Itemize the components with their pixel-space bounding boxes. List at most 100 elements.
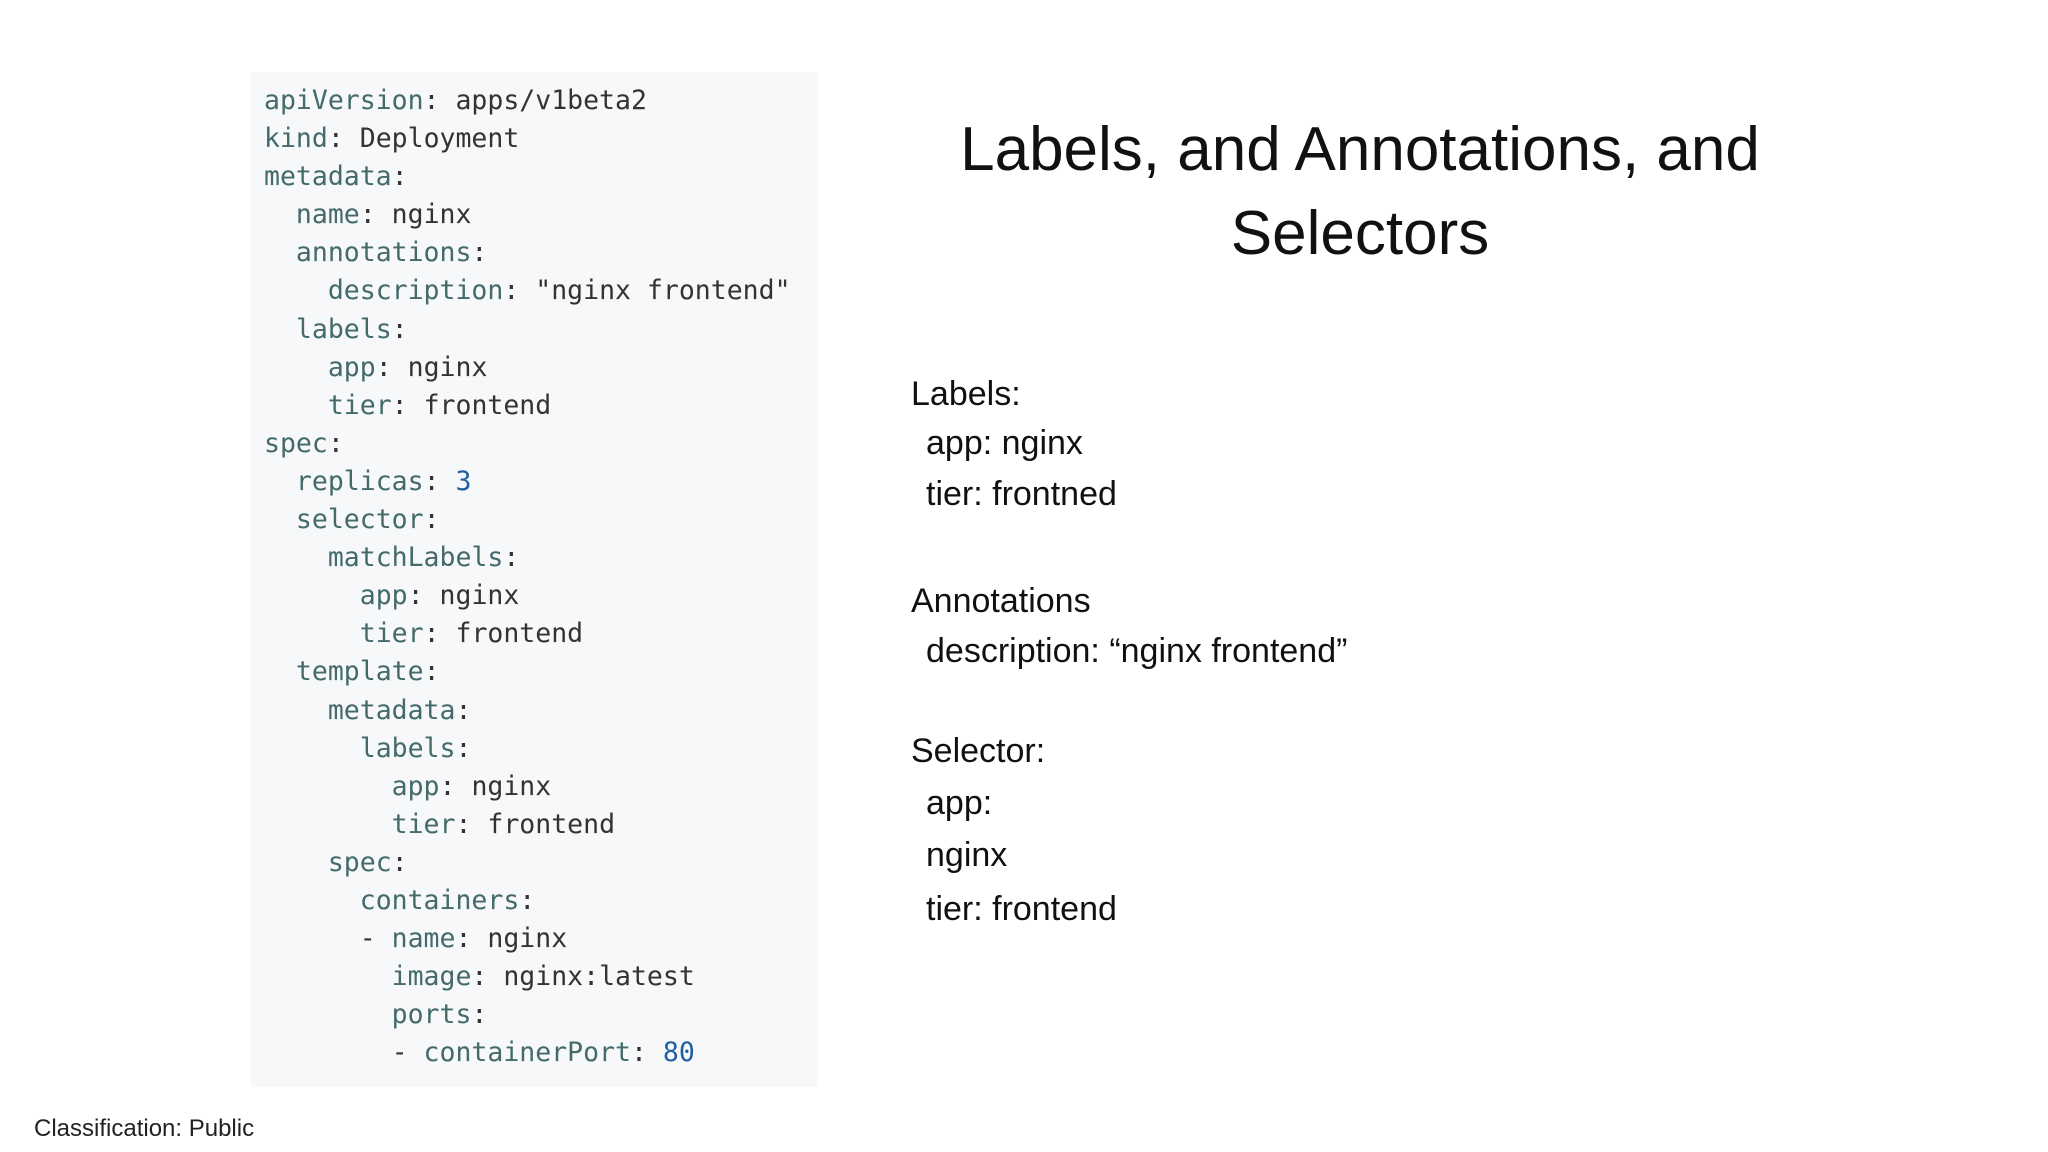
code-line: template: xyxy=(264,653,818,691)
code-key: template xyxy=(295,656,424,688)
selector-item-app-value: nginx xyxy=(926,836,1008,874)
labels-item-app: app: nginx xyxy=(926,424,1083,462)
code-line: containers: xyxy=(264,882,818,920)
code-line: matchLabels: xyxy=(264,539,818,577)
code-key: containers xyxy=(359,884,520,916)
code-line: apiVersion: apps/v1beta2 xyxy=(264,82,818,120)
code-separator: : xyxy=(391,389,424,421)
code-line: annotations: xyxy=(264,234,818,272)
annotations-item-description: description: “nginx frontend” xyxy=(926,632,1348,670)
code-indent xyxy=(264,504,296,535)
code-key: labels xyxy=(295,313,392,345)
code-separator: : xyxy=(391,313,408,345)
code-indent xyxy=(264,885,360,916)
code-indent xyxy=(264,733,360,764)
selector-item-tier: tier: frontend xyxy=(926,890,1117,928)
code-indent xyxy=(264,771,392,802)
code-line: spec: xyxy=(264,425,818,463)
code-value: frontend xyxy=(487,808,616,840)
code-separator: : xyxy=(391,846,408,878)
code-separator: : xyxy=(455,808,488,840)
slide-title-line-1: Labels, and Annotations, and xyxy=(960,115,1760,184)
code-separator: : xyxy=(327,427,344,459)
slide-title: Labels, and Annotations, and Selectors xyxy=(880,108,1840,276)
code-key: app xyxy=(359,580,408,612)
code-key: kind xyxy=(264,123,328,155)
code-value: apps/v1beta2 xyxy=(455,85,647,116)
code-key: name xyxy=(391,923,456,955)
code-value: nginx xyxy=(439,580,520,612)
code-separator: : xyxy=(471,961,504,993)
code-key: ports xyxy=(391,999,472,1031)
code-value: "nginx frontend" xyxy=(535,275,791,307)
code-key: tier xyxy=(359,618,424,650)
labels-heading: Labels: xyxy=(911,375,1021,413)
code-line: name: nginx xyxy=(264,196,818,234)
code-key: description xyxy=(327,275,504,307)
code-separator: : xyxy=(423,618,456,650)
code-key: annotations xyxy=(295,237,472,269)
code-indent: - xyxy=(264,1037,424,1069)
code-separator: : xyxy=(423,504,440,536)
code-indent xyxy=(264,199,296,230)
code-line: - containerPort: 80 xyxy=(264,1034,818,1072)
code-key: metadata xyxy=(327,694,456,726)
code-indent xyxy=(264,237,296,268)
code-line: app: nginx xyxy=(264,577,818,615)
labels-item-tier: tier: frontned xyxy=(926,475,1117,513)
code-key: image xyxy=(391,961,472,993)
code-indent xyxy=(264,809,392,840)
code-indent xyxy=(264,466,296,497)
slide-title-line-2: Selectors xyxy=(1230,199,1490,268)
code-separator: : xyxy=(391,161,408,193)
code-value: nginx xyxy=(407,351,488,383)
code-line: app: nginx xyxy=(264,768,818,806)
code-key: replicas xyxy=(295,465,424,497)
code-separator: : xyxy=(439,770,472,802)
code-indent xyxy=(264,275,328,306)
code-line: selector: xyxy=(264,501,818,539)
code-separator: : xyxy=(359,199,392,231)
code-separator: : xyxy=(455,732,472,764)
code-separator: : xyxy=(423,656,440,688)
code-separator: : xyxy=(423,465,456,497)
code-separator: : xyxy=(471,237,488,269)
code-value: frontend xyxy=(423,389,552,421)
code-indent xyxy=(264,618,360,649)
code-value: frontend xyxy=(455,618,584,650)
code-indent xyxy=(264,961,392,992)
code-key: matchLabels xyxy=(327,542,504,574)
code-separator: : xyxy=(423,85,456,116)
code-key: selector xyxy=(295,504,424,536)
code-indent xyxy=(264,542,328,573)
code-value: 3 xyxy=(455,465,472,497)
code-value: nginx xyxy=(391,199,472,231)
code-indent xyxy=(264,390,328,421)
selector-item-app: app: xyxy=(926,784,993,822)
code-line: ports: xyxy=(264,996,818,1034)
code-line: tier: frontend xyxy=(264,806,818,844)
code-line: - name: nginx xyxy=(264,920,818,958)
code-line: description: "nginx frontend" xyxy=(264,272,818,310)
code-separator: : xyxy=(327,123,360,155)
code-line: labels: xyxy=(264,311,818,349)
code-line: labels: xyxy=(264,730,818,768)
code-line: metadata: xyxy=(264,692,818,730)
code-separator: : xyxy=(375,351,408,383)
code-key: app xyxy=(327,351,376,383)
code-value: 80 xyxy=(662,1037,695,1069)
code-separator: : xyxy=(630,1037,663,1069)
code-separator: : xyxy=(519,884,536,916)
code-separator: : xyxy=(503,275,536,307)
code-line: app: nginx xyxy=(264,349,818,387)
code-indent xyxy=(264,314,296,345)
code-line: image: nginx:latest xyxy=(264,958,818,996)
code-indent xyxy=(264,999,392,1030)
code-key: tier xyxy=(327,389,392,421)
code-separator: : xyxy=(471,999,488,1031)
code-key: labels xyxy=(359,732,456,764)
code-value: nginx:latest xyxy=(503,961,695,993)
code-key: spec xyxy=(264,427,328,459)
selector-heading: Selector: xyxy=(911,732,1046,770)
